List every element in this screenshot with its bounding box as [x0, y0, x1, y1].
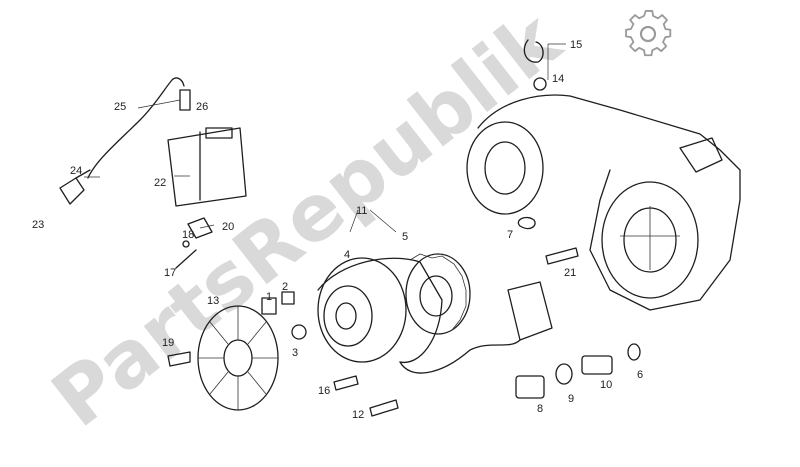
- label-19: 19: [162, 337, 174, 349]
- label-22: 22: [154, 177, 166, 189]
- label-12: 12: [352, 409, 364, 421]
- label-13: 13: [207, 295, 219, 307]
- label-10: 10: [600, 379, 612, 391]
- label-11: 11: [356, 205, 367, 217]
- label-5: 5: [402, 231, 408, 243]
- label-25: 25: [114, 101, 126, 113]
- ignition-coil: [59, 77, 247, 269]
- label-15: 15: [570, 39, 582, 51]
- label-21: 21: [564, 267, 576, 279]
- rotor-stator: [317, 253, 553, 374]
- label-24: 24: [70, 165, 82, 177]
- callout-labels: 1 2 3 4 5 6 7 8 9 10 11 12 13 14 15 16 1…: [32, 39, 643, 421]
- label-1: 1: [266, 291, 272, 303]
- label-2: 2: [282, 281, 288, 293]
- label-23: 23: [32, 219, 44, 231]
- label-18: 18: [182, 229, 194, 241]
- label-4: 4: [344, 249, 350, 261]
- leader-lines: [84, 43, 566, 233]
- small-fasteners: [333, 216, 579, 417]
- label-26: 26: [196, 101, 208, 113]
- label-8: 8: [537, 403, 543, 415]
- label-14: 14: [552, 73, 564, 85]
- label-7: 7: [507, 229, 513, 241]
- label-3: 3: [292, 347, 298, 359]
- hub-nut: [261, 291, 307, 340]
- flywheel-fan: [167, 305, 279, 411]
- watermark: PartsRepublik: [36, 0, 578, 445]
- label-17: 17: [164, 267, 176, 279]
- crankcase-cover: [466, 39, 741, 311]
- label-6: 6: [637, 369, 643, 381]
- drain-plug-set: [515, 343, 641, 399]
- label-9: 9: [568, 393, 574, 405]
- label-16: 16: [318, 385, 330, 397]
- label-20: 20: [222, 221, 234, 233]
- watermark-text: PartsRepublik: [36, 0, 578, 445]
- gear-icon[interactable]: [625, 10, 672, 57]
